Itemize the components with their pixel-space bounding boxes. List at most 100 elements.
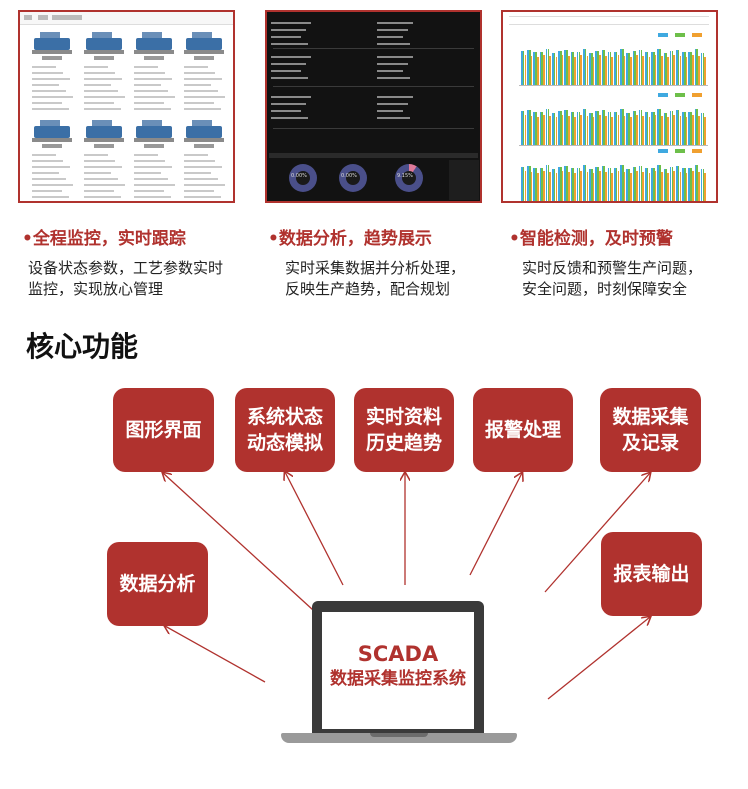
caption-title-2: •数据分析，趋势展示 [268, 229, 432, 249]
text-line [84, 160, 115, 162]
data-line [377, 77, 410, 79]
text-line [84, 166, 122, 168]
text-line [184, 108, 221, 110]
donut-value-2: 0.00% [341, 173, 357, 179]
machine-icon [184, 28, 224, 62]
data-line [271, 22, 311, 24]
donut-chart-1 [289, 164, 317, 192]
text-line [184, 196, 221, 198]
text-line [184, 190, 214, 192]
text-line [32, 108, 69, 110]
text-line [32, 72, 63, 74]
text-line [184, 84, 211, 86]
text-line [32, 96, 73, 98]
text-line [32, 196, 69, 198]
donut-value-1: 0.00% [291, 173, 307, 179]
text-line [184, 178, 218, 180]
text-line [134, 78, 172, 80]
text-line [184, 78, 222, 80]
data-line [377, 103, 408, 105]
data-line [377, 43, 410, 45]
screenshot-data-analysis: 0.00% 0.00% 9.15% [265, 10, 482, 203]
bar-chart [513, 149, 708, 201]
feature-data-analysis: 数据分析 [107, 542, 208, 626]
donut-value-3: 9.15% [397, 173, 413, 179]
side-panel [449, 160, 479, 200]
text-line [134, 196, 171, 198]
text-line [134, 172, 161, 174]
data-line [377, 29, 408, 31]
text-line [32, 184, 73, 186]
data-line [377, 96, 413, 98]
text-line [134, 166, 172, 168]
text-line [84, 72, 115, 74]
data-line [377, 56, 413, 58]
caption-line: 安全问题，时刻保障安全 [522, 280, 688, 298]
text-line [184, 66, 208, 68]
data-line [271, 103, 306, 105]
text-line [84, 102, 114, 104]
laptop-base [281, 733, 517, 743]
feature-line: 动态模拟 [246, 432, 323, 454]
data-line [377, 36, 403, 38]
text-line [184, 184, 225, 186]
text-line [32, 154, 56, 156]
text-line [134, 96, 175, 98]
machine-icon [84, 116, 124, 150]
data-line [271, 29, 306, 31]
text-line [134, 190, 164, 192]
text-line [134, 102, 164, 104]
feature-line: 实时资料 [365, 406, 442, 428]
laptop-title: SCADA [357, 642, 439, 666]
text-line [32, 166, 70, 168]
laptop-label: SCADA 数据采集监控系统 [322, 641, 474, 691]
screenshot-alarm-charts [501, 10, 718, 203]
bar-chart [513, 93, 708, 152]
text-line [32, 78, 70, 80]
feature-alarm: 报警处理 [473, 388, 573, 472]
text-line [32, 160, 63, 162]
text-line [84, 78, 122, 80]
machine-icon [134, 28, 174, 62]
text-line [84, 96, 125, 98]
laptop-display [322, 612, 474, 729]
text-line [184, 160, 215, 162]
feature-line: 及记录 [621, 432, 679, 454]
text-line [84, 178, 118, 180]
data-line [271, 70, 301, 72]
caption-text-2: 实时采集数据并分析处理， 反映生产趋势，配合规划 [285, 258, 515, 300]
caption-line: 实时反馈和预警生产问题， [522, 259, 703, 277]
text-line [32, 90, 66, 92]
text-line [32, 66, 56, 68]
text-line [184, 102, 214, 104]
text-line [134, 184, 175, 186]
text-line [32, 178, 66, 180]
arrow-to-data-collect [544, 473, 650, 593]
text-line [184, 172, 211, 174]
arrow-to-alarm [469, 473, 522, 576]
text-line [184, 166, 222, 168]
data-line [271, 77, 308, 79]
data-line [377, 70, 403, 72]
data-line [271, 56, 311, 58]
data-line [377, 110, 403, 112]
caption-title-3: •智能检测，及时预警 [509, 229, 673, 249]
feature-data-collect: 数据采集及记录 [600, 388, 701, 472]
text-line [84, 84, 111, 86]
data-line [271, 117, 308, 119]
data-line [271, 63, 306, 65]
text-line [134, 108, 171, 110]
feature-line: 历史趋势 [365, 432, 442, 454]
thumb-toolbar [20, 12, 233, 25]
arrow-to-system-status [285, 472, 344, 586]
caption-line: 实时采集数据并分析处理， [285, 259, 466, 277]
text-line [184, 72, 215, 74]
feature-graphics-ui: 图形界面 [113, 388, 214, 472]
arrow-to-graphics-ui [163, 473, 314, 611]
machine-icon [32, 28, 72, 62]
caption-text-1: 设备状态参数，工艺参数实时 监控，实现放心管理 [28, 258, 258, 300]
text-line [84, 190, 114, 192]
donut-chart-2 [339, 164, 367, 192]
feature-system-status: 系统状态动态模拟 [235, 388, 335, 472]
